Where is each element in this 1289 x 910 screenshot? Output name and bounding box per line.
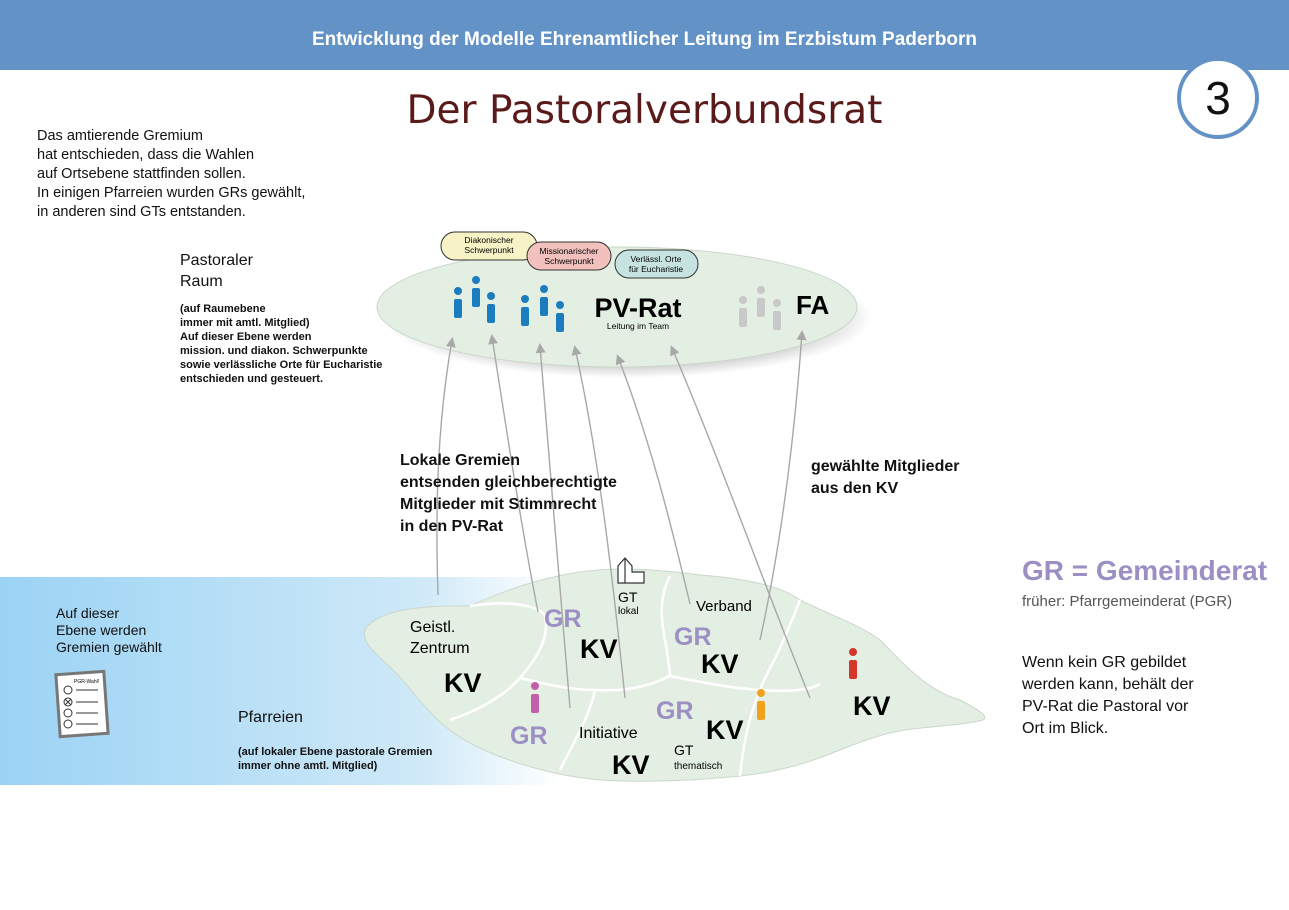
pvrat-label: PV-Rat: [594, 293, 681, 323]
kv-label-2: KV: [701, 649, 739, 679]
euch-tag-line2: für Eucharistie: [629, 264, 684, 274]
local-bodies-text: Lokale Gremien entsenden gleichberechtig…: [400, 452, 617, 535]
kv-geistl: KV: [444, 668, 482, 698]
header-title: Entwicklung der Modelle Ehrenamtlicher L…: [311, 29, 978, 50]
diakon-tag-line1: Diakonischer: [464, 235, 513, 245]
initiative-label: Initiative: [579, 725, 638, 742]
mission-tag-line1: Missionarischer: [539, 246, 598, 256]
person-icons-blue: [454, 276, 564, 332]
ballot-icon: PGR-Wahl!: [54, 669, 110, 739]
verband-label: Verband: [696, 598, 752, 615]
kv-label-4: KV: [706, 715, 744, 745]
no-gr-note: Wenn kein GR gebildet werden kann, behäl…: [1022, 654, 1194, 737]
page-title: Der Pastoralverbundsrat: [406, 88, 883, 133]
connection-arrows: [436, 330, 811, 709]
elected-members-text: gewählte Mitglieder aus den KV: [811, 458, 960, 497]
mission-tag-shape: [526, 241, 612, 271]
gt-lokal-sublabel: lokal: [618, 606, 639, 617]
euch-tag-line1: Verlässl. Orte: [630, 254, 681, 264]
kv-label-1: KV: [580, 634, 618, 664]
raum-title: Pastoraler Raum: [180, 252, 253, 290]
intro-text: Das amtierende Gremium hat entschieden, …: [37, 128, 306, 220]
geistl-label-line2: Zentrum: [410, 640, 470, 657]
person-icon-orange: [757, 689, 765, 720]
euch-tag-shape: [614, 249, 699, 279]
pvrat-sublabel: Leitung im Team: [607, 321, 669, 331]
diakon-tag-line2: Schwerpunkt: [464, 245, 514, 255]
header-bar: Entwicklung der Modelle Ehrenamtlicher L…: [0, 0, 1289, 70]
raum-description: (auf Raumebene immer mit amtl. Mitglied)…: [180, 303, 383, 385]
pfarreien-description: (auf lokaler Ebene pastorale Gremien imm…: [238, 746, 433, 772]
pfarreien-title: Pfarreien: [238, 709, 303, 726]
person-icons-gray: [739, 286, 781, 330]
person-icon-red: [849, 648, 857, 679]
church-building-icon: [617, 557, 645, 584]
gt-thematisch-label: GT: [674, 742, 694, 758]
gr-former-name: früher: Pfarrgemeinderat (PGR): [1022, 593, 1233, 610]
gr-definition: GR = Gemeinderat: [1022, 555, 1268, 586]
geistl-label-line1: Geistl.: [410, 619, 455, 636]
page-number-badge: 3: [1177, 57, 1259, 139]
kv-label-3: KV: [612, 750, 650, 780]
kv-label-5: KV: [853, 691, 891, 721]
person-icon-pink: [531, 682, 539, 713]
gt-thematisch-sublabel: thematisch: [674, 761, 722, 772]
election-level-text: Auf dieser Ebene werden Gremien gewählt: [56, 605, 162, 655]
gr-label-3: GR: [510, 722, 548, 750]
gr-label-4: GR: [656, 697, 694, 725]
gt-lokal-label: GT: [618, 589, 638, 605]
mission-tag-line2: Schwerpunkt: [544, 256, 594, 266]
gr-label-1: GR: [544, 605, 582, 633]
parish-land: [364, 568, 986, 782]
gr-label-2: GR: [674, 623, 712, 651]
ballot-title: PGR-Wahl!: [74, 679, 99, 685]
fa-label: FA: [796, 290, 829, 320]
